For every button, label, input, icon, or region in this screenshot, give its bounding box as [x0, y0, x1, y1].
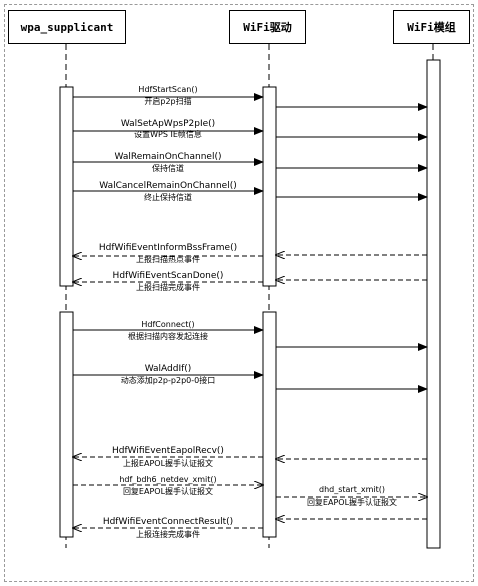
actor-wifi-module: WiFi模组 [393, 10, 470, 44]
activation-supplicant-1 [59, 86, 74, 287]
actor-wifi-driver: WiFi驱动 [229, 10, 306, 44]
msg-dhd-start-xmit-name: dhd_start_xmit() [319, 485, 385, 494]
msg-wal-set-ap-wps-desc: 设置WPS IE帧信息 [134, 129, 202, 139]
msg-hdf-connect-name: HdfConnect() [141, 320, 194, 329]
msg-netdev-xmit-name: hdf_bdh6_netdev_xmit() [119, 475, 216, 484]
activation-supplicant-2 [59, 311, 74, 538]
msg-connect-result-desc: 上报连接完成事件 [136, 529, 200, 539]
msg-wal-remain-on-channel-desc: 保持信道 [152, 163, 184, 173]
msg-eapol-recv-desc: 上报EAPOL握手认证报文 [123, 458, 213, 468]
msg-hdf-start-scan-desc: 开启p2p扫描 [144, 96, 191, 106]
actor-wpa-supplicant: wpa_supplicant [8, 10, 126, 44]
msg-scan-done-desc: 上报扫描完成事件 [136, 282, 200, 292]
msg-scan-done-name: HdfWifiEventScanDone() [113, 271, 224, 281]
msg-wal-remain-on-channel-name: WalRemainOnChannel() [115, 152, 222, 162]
diagram-frame [4, 4, 474, 582]
msg-inform-bss-frame-desc: 上报扫描热点事件 [136, 254, 200, 264]
activation-module [426, 59, 441, 549]
msg-dhd-start-xmit-desc: 回复EAPOL握手认证报文 [307, 497, 397, 507]
msg-connect-result-name: HdfWifiEventConnectResult() [103, 517, 233, 527]
msg-wal-set-ap-wps-name: WalSetApWpsP2pIe() [121, 119, 215, 129]
msg-hdf-connect-desc: 根据扫描内容发起连接 [128, 331, 208, 341]
msg-hdf-start-scan-name: HdfStartScan() [138, 85, 197, 94]
msg-wal-cancel-remain-desc: 终止保持信道 [144, 192, 192, 202]
msg-wal-add-if-desc: 动态添加p2p-p2p0-0接口 [121, 375, 215, 385]
activation-driver-2 [262, 311, 277, 538]
activation-driver-1 [262, 86, 277, 287]
msg-wal-add-if-name: WalAddIf() [145, 364, 192, 374]
msg-netdev-xmit-desc: 回复EAPOL握手认证报文 [123, 486, 213, 496]
msg-eapol-recv-name: HdfWifiEventEapolRecv() [112, 446, 224, 456]
msg-wal-cancel-remain-name: WalCancelRemainOnChannel() [99, 181, 236, 191]
msg-inform-bss-frame-name: HdfWifiEventInformBssFrame() [99, 243, 237, 253]
